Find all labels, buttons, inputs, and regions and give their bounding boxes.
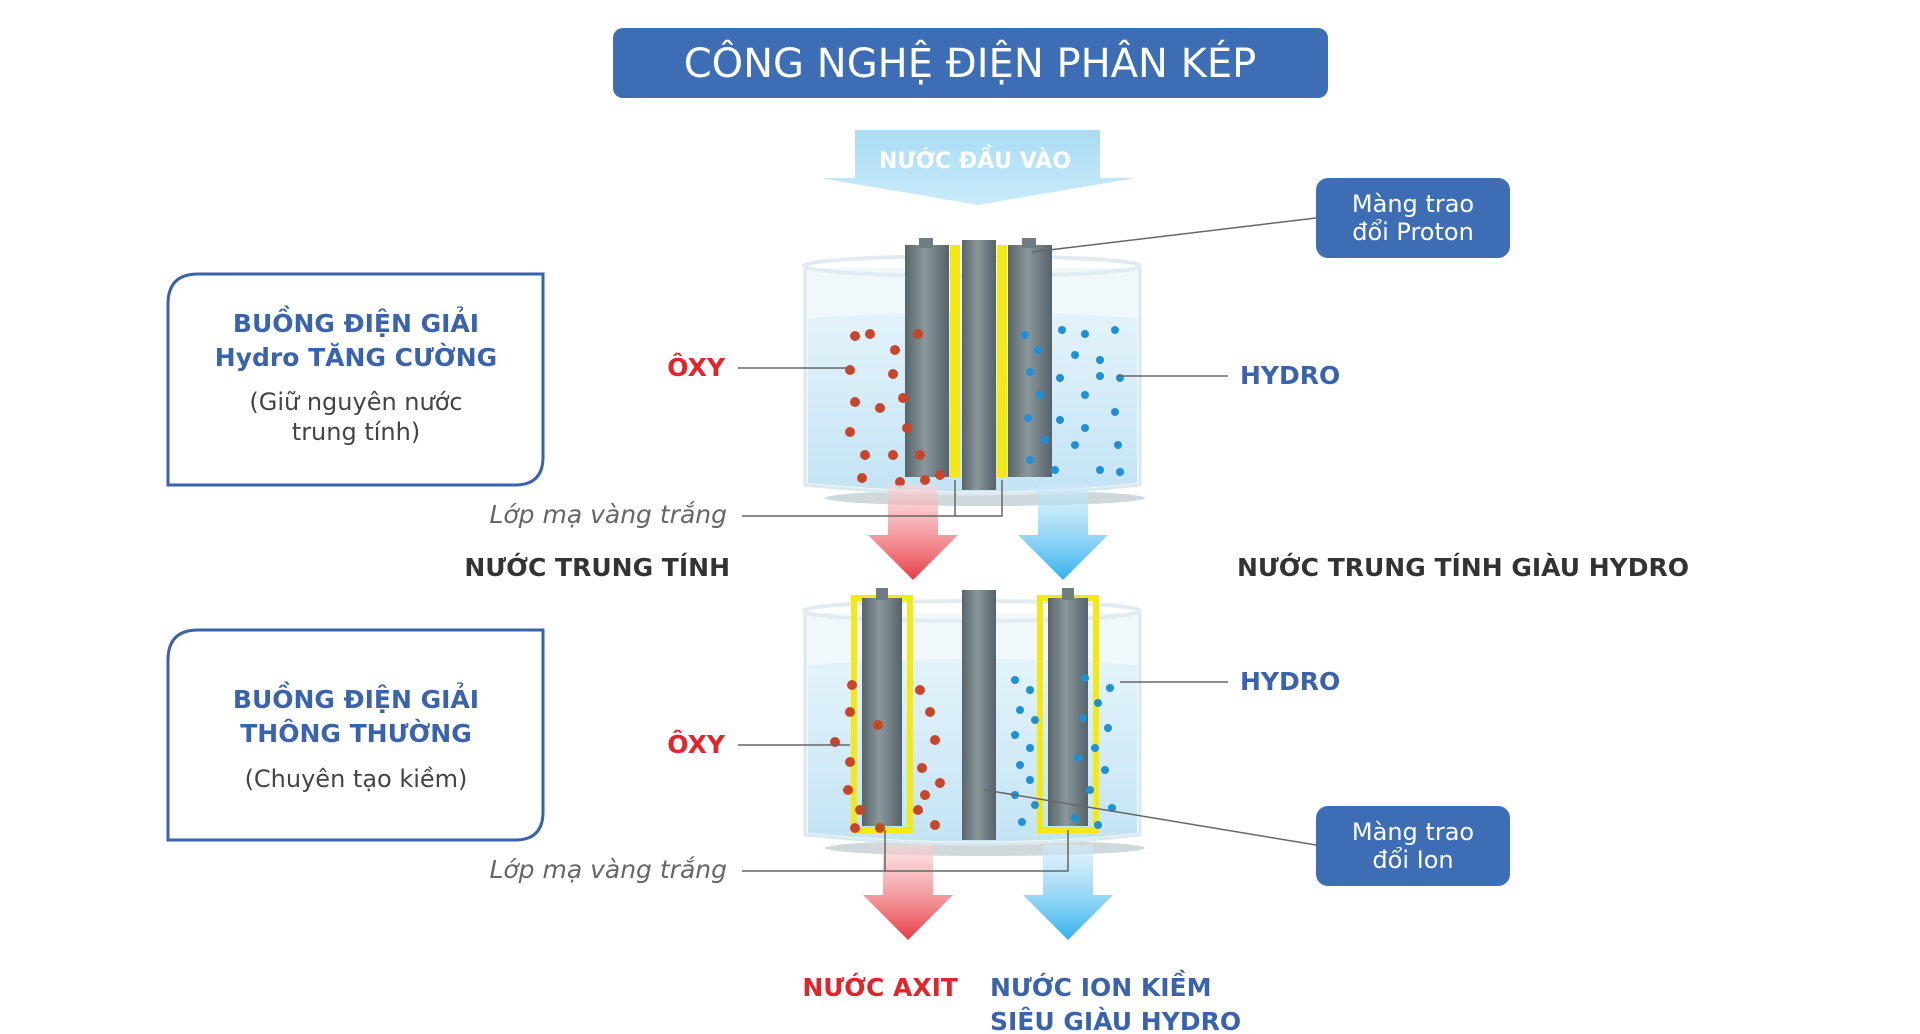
top-chamber: BUỒNG ĐIỆN GIẢI Hydro TĂNG CƯỜNG (Giữ ng… (166, 178, 1689, 582)
top-left-electrode-cap (919, 238, 933, 248)
top-chamber-box (166, 272, 545, 487)
bottom-output-right-label-line1: NƯỚC ION KIỀM (990, 969, 1212, 1002)
bottom-left-electrode (862, 598, 902, 826)
bottom-right-electrode (1048, 598, 1088, 826)
top-oxygen-bubbles (845, 329, 945, 487)
bottom-oxygen-bubbles (830, 680, 945, 833)
title-banner: CÔNG NGHỆ ĐIỆN PHÂN KÉP (613, 28, 1328, 98)
input-arrow-shape (820, 130, 1135, 205)
top-right-electrode-cap (1022, 238, 1036, 248)
bottom-output-left-label: NƯỚC AXIT (802, 972, 958, 1002)
bottom-right-electrode-cap (1062, 588, 1074, 600)
bottom-chamber: BUỒNG ĐIỆN GIẢI THÔNG THƯỜNG (Chuyên tạo… (166, 588, 1510, 1034)
bottom-box-note: (Chuyên tạo kiềm) (245, 765, 468, 793)
title-background (613, 28, 1328, 98)
bottom-output-arrow-left (863, 845, 953, 940)
top-output-right-label: NƯỚC TRUNG TÍNH GIÀU HYDRO (1237, 552, 1689, 582)
input-arrow: NƯỚC ĐẦU VÀO (820, 130, 1135, 205)
top-output-left-label: NƯỚC TRUNG TÍNH (464, 552, 730, 582)
proton-membrane-label-line1: Màng trao (1352, 190, 1474, 218)
top-box-title-line2: Hydro TĂNG CƯỜNG (215, 342, 497, 372)
top-box-title-line1: BUỒNG ĐIỆN GIẢI (233, 305, 479, 338)
page-title: CÔNG NGHỆ ĐIỆN PHÂN KÉP (684, 39, 1257, 87)
bottom-chamber-box (166, 628, 545, 842)
top-hydro-label: HYDRO (1240, 361, 1340, 390)
top-proton-membrane (962, 240, 996, 490)
bottom-hydro-label: HYDRO (1240, 667, 1340, 696)
ion-membrane-label-line1: Màng trao (1352, 818, 1474, 846)
top-left-electrode (905, 245, 949, 477)
bottom-coating-label: Lớp mạ vàng trắng (489, 855, 727, 884)
bottom-output-arrow-right (1023, 845, 1113, 940)
top-output-arrow-left (868, 485, 958, 580)
top-gold-coating-left (950, 245, 960, 477)
top-gold-coating-right (997, 245, 1007, 477)
bottom-output-right-label-line2: SIÊU GIÀU HYDRO (990, 1007, 1241, 1034)
proton-membrane-label-line2: đổi Proton (1352, 218, 1474, 246)
bottom-leader-lines (738, 681, 1317, 872)
bottom-oxygen-label: ÔXY (667, 729, 726, 759)
bottom-hydro-bubbles (1011, 674, 1116, 829)
bottom-box-title-line1: BUỒNG ĐIỆN GIẢI (233, 681, 479, 714)
input-label: NƯỚC ĐẦU VÀO (879, 145, 1071, 174)
top-hydro-bubbles (1021, 326, 1124, 476)
top-box-note-line1: (Giữ nguyên nước (249, 388, 462, 416)
top-coating-label: Lớp mạ vàng trắng (489, 500, 727, 529)
ion-membrane-box (1316, 806, 1510, 886)
ion-membrane-label-line2: đổi Ion (1372, 846, 1453, 874)
top-leader-lines (738, 217, 1317, 517)
top-box-note-line2: trung tính) (292, 418, 420, 446)
top-oxygen-label: ÔXY (667, 352, 726, 382)
bottom-ion-membrane (962, 590, 996, 840)
bottom-box-title-line2: THÔNG THƯỜNG (240, 718, 472, 748)
bottom-left-electrode-cap (876, 588, 888, 600)
top-output-arrow-right (1018, 485, 1108, 580)
proton-membrane-box (1316, 178, 1510, 258)
